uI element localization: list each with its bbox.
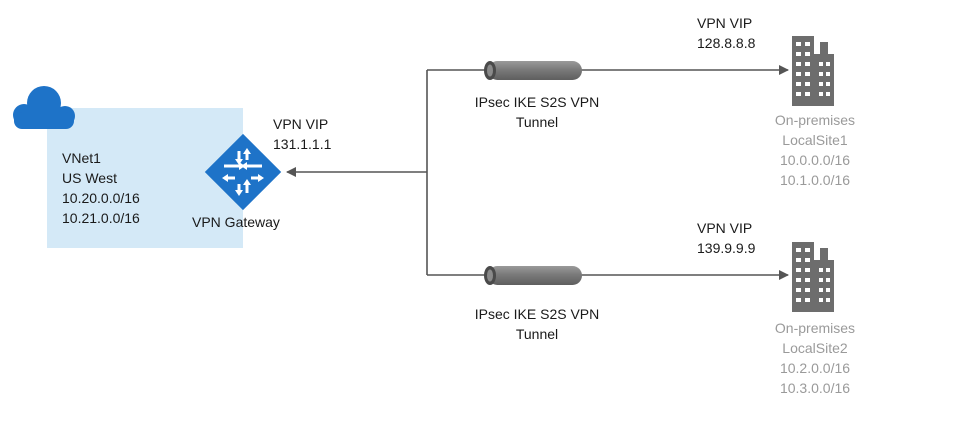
site1-vip: VPN VIP 128.8.8.8 — [697, 13, 755, 53]
gateway-vip: VPN VIP 131.1.1.1 — [273, 114, 331, 154]
vnet-region-label: US West — [62, 170, 117, 186]
vnet-name: VNet1 — [62, 150, 101, 166]
building-icon — [792, 36, 834, 106]
site-prefix: 10.0.0.0/16 — [779, 152, 851, 168]
site-prefix: 10.1.0.0/16 — [779, 172, 851, 188]
tunnel-label-line2: Tunnel — [515, 114, 559, 130]
site-prefix: 10.2.0.0/16 — [779, 360, 851, 376]
gateway-vip-address: 131.1.1.1 — [273, 136, 332, 152]
site-vip-address: 128.8.8.8 — [697, 35, 756, 51]
gateway-vip-label: VPN VIP — [273, 116, 329, 132]
site2-info: On-premises LocalSite2 10.2.0.0/16 10.3.… — [755, 318, 875, 398]
tunnel-label-line1: IPsec IKE S2S VPN — [474, 94, 600, 110]
tunnel-pipe-1 — [484, 61, 582, 80]
gateway-label: VPN Gateway — [192, 214, 280, 230]
site-type: On-premises — [774, 320, 856, 336]
vnet-info: VNet1 US West 10.20.0.0/16 10.21.0.0/16 — [62, 148, 140, 228]
site2-vip: VPN VIP 139.9.9.9 — [697, 218, 755, 258]
tunnel-label-1: IPsec IKE S2S VPN Tunnel — [452, 92, 622, 132]
site-prefix: 10.3.0.0/16 — [779, 380, 851, 396]
tunnel-label-2: IPsec IKE S2S VPN Tunnel — [452, 304, 622, 344]
vnet-region — [47, 108, 243, 248]
cloud-icon — [13, 86, 75, 129]
site-name: LocalSite2 — [782, 340, 848, 356]
site1-info: On-premises LocalSite1 10.0.0.0/16 10.1.… — [755, 110, 875, 190]
tunnel-label-line1: IPsec IKE S2S VPN — [474, 306, 600, 322]
site-vip-label: VPN VIP — [697, 220, 753, 236]
vnet-prefix: 10.21.0.0/16 — [62, 210, 140, 226]
building-icon — [792, 242, 834, 312]
tunnel-label-line2: Tunnel — [515, 326, 559, 342]
site-vip-address: 139.9.9.9 — [697, 240, 756, 256]
site-type: On-premises — [774, 112, 856, 128]
vnet-prefix: 10.20.0.0/16 — [62, 190, 140, 206]
site-name: LocalSite1 — [782, 132, 848, 148]
tunnel-pipe-2 — [484, 266, 582, 285]
site-vip-label: VPN VIP — [697, 15, 753, 31]
